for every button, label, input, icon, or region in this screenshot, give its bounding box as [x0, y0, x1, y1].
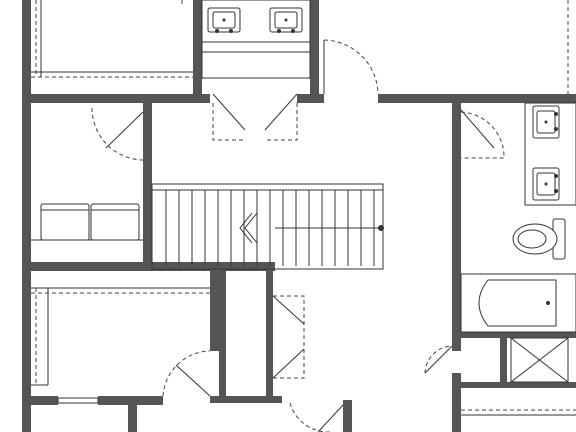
- wall-bath-right-left-bottom: [452, 373, 461, 432]
- sink-right-upper: [532, 105, 560, 139]
- door-entry-swing: [323, 39, 379, 95]
- shower: [510, 337, 569, 383]
- door-bottom-swing: [289, 402, 330, 432]
- wall-entry-jamb: [319, 94, 324, 103]
- wall-bath-right-left-lower: [452, 158, 461, 351]
- door-bottom-leaf: [317, 404, 344, 432]
- door-linen-left-leaf: [212, 93, 246, 131]
- wall-upper-room-bottom: [22, 94, 210, 103]
- door-laundry-swing: [91, 107, 144, 161]
- stair-direction-arrow: [239, 212, 253, 244]
- stair-direction-arrow-inner: [244, 212, 258, 244]
- wall-vanity-right: [310, 0, 319, 103]
- sink-top-left: [207, 7, 241, 33]
- wall-hall-top-b: [378, 94, 460, 103]
- wall-closet-bottom: [210, 396, 282, 403]
- door-closet-right-swing: [424, 345, 453, 374]
- stair-newel: [378, 225, 384, 231]
- doors: [91, 0, 505, 432]
- linen-cabinet: [201, 51, 311, 79]
- wall-tub-divider: [452, 332, 576, 338]
- stair-treads: [165, 190, 375, 266]
- fixtures: [31, 0, 576, 383]
- walls: [22, 0, 576, 432]
- washer: [40, 203, 90, 241]
- wall-upper-divider: [193, 0, 202, 103]
- wall-closet-left: [219, 271, 226, 403]
- wall-bath-right-left: [452, 94, 461, 158]
- wall-bedroom-bottom-b: [98, 396, 163, 405]
- dryer: [90, 203, 140, 241]
- wall-laundry-top: [22, 94, 92, 103]
- door-closet-mid-swing: [273, 295, 305, 379]
- linen-cabinet-inner: [201, 41, 311, 53]
- wall-shower-left: [500, 332, 507, 387]
- door-bedroom-leaf: [175, 364, 211, 397]
- window-bottom: [57, 397, 99, 404]
- wall-left-exterior: [22, 0, 31, 432]
- door-closet-right-leaf: [424, 345, 453, 374]
- sink-right-lower: [532, 167, 560, 201]
- wall-shower-bottom: [452, 382, 576, 388]
- door-linen-right-leaf: [264, 93, 298, 131]
- door-linen-right-swing: [265, 103, 298, 141]
- wall-corridor-left-stub: [143, 94, 152, 112]
- wall-closet-right: [266, 271, 273, 403]
- door-bath-right-leaf: [460, 109, 495, 149]
- bathtub: [460, 273, 576, 333]
- wall-laundry-right: [143, 103, 152, 271]
- wall-bottom-stub-b: [343, 400, 352, 432]
- stairs: [151, 183, 384, 270]
- wall-bedroom-bottom-a: [22, 396, 58, 405]
- toilet: [512, 218, 566, 260]
- door-bath-right-swing: [460, 111, 505, 159]
- wall-stair-bottom: [143, 262, 275, 271]
- door-bedroom-swing: [162, 350, 211, 397]
- door-closet-mid-lower: [272, 348, 305, 379]
- wall-bedroom-right: [210, 271, 219, 351]
- door-linen-left-swing: [212, 103, 245, 141]
- wall-hall-top-a: [297, 94, 324, 103]
- wall-laundry-bottom: [22, 262, 152, 271]
- door-closet-mid-upper: [272, 295, 305, 325]
- sink-top-right: [269, 7, 303, 33]
- wall-bath-right-top: [452, 94, 576, 103]
- thin-lines: [31, 0, 576, 416]
- wall-bottom-stub-a: [128, 405, 137, 432]
- door-laundry-leaf: [105, 111, 144, 149]
